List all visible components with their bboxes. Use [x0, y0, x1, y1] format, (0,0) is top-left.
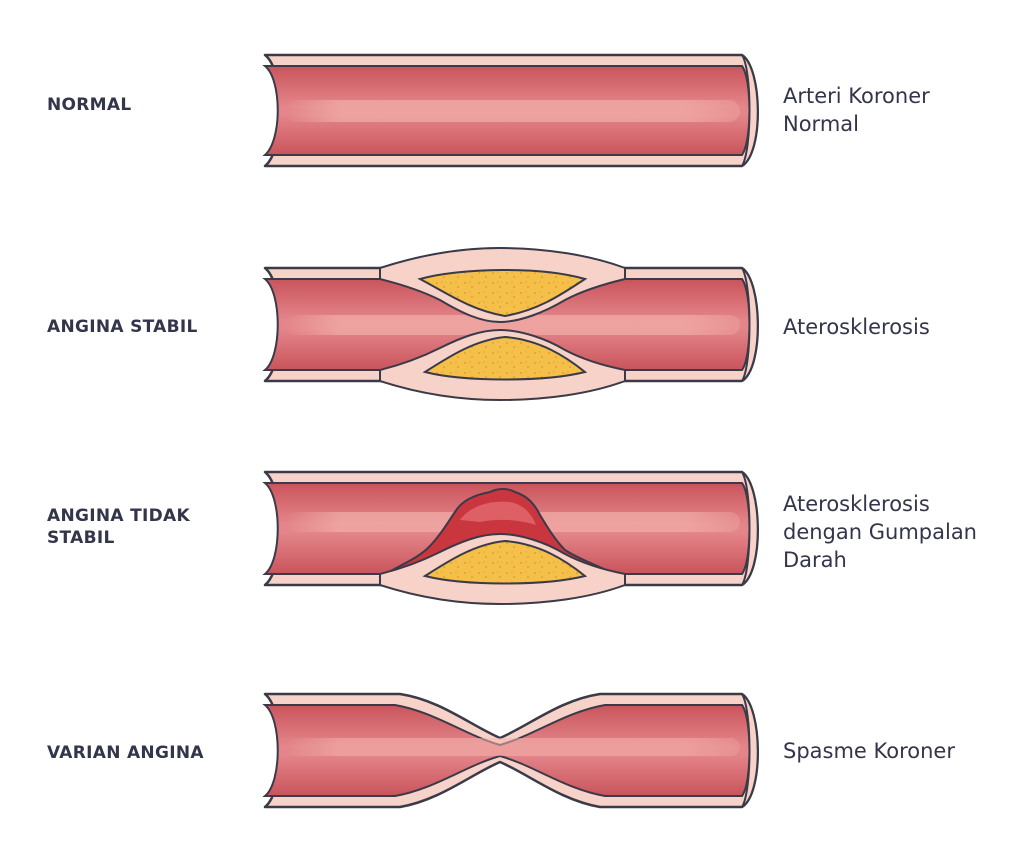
artery-angina-stabil [262, 246, 759, 402]
stage-description: Spasme Koroner [783, 739, 955, 763]
stage-description: Aterosklerosis dengan Gumpalan Darah [783, 492, 977, 572]
stage-label: ANGINA STABIL [47, 317, 198, 337]
stage-description: Aterosklerosis [783, 315, 930, 339]
stage-description: Arteri Koroner Normal [783, 84, 930, 136]
stage-label: VARIAN ANGINA [47, 743, 204, 763]
artery-angina-tidak-stabil [262, 470, 759, 606]
artery-normal [262, 53, 759, 168]
stage-label: ANGINA TIDAK STABIL [47, 506, 190, 548]
artery-varian-angina [262, 692, 759, 809]
stage-label: NORMAL [47, 95, 132, 115]
